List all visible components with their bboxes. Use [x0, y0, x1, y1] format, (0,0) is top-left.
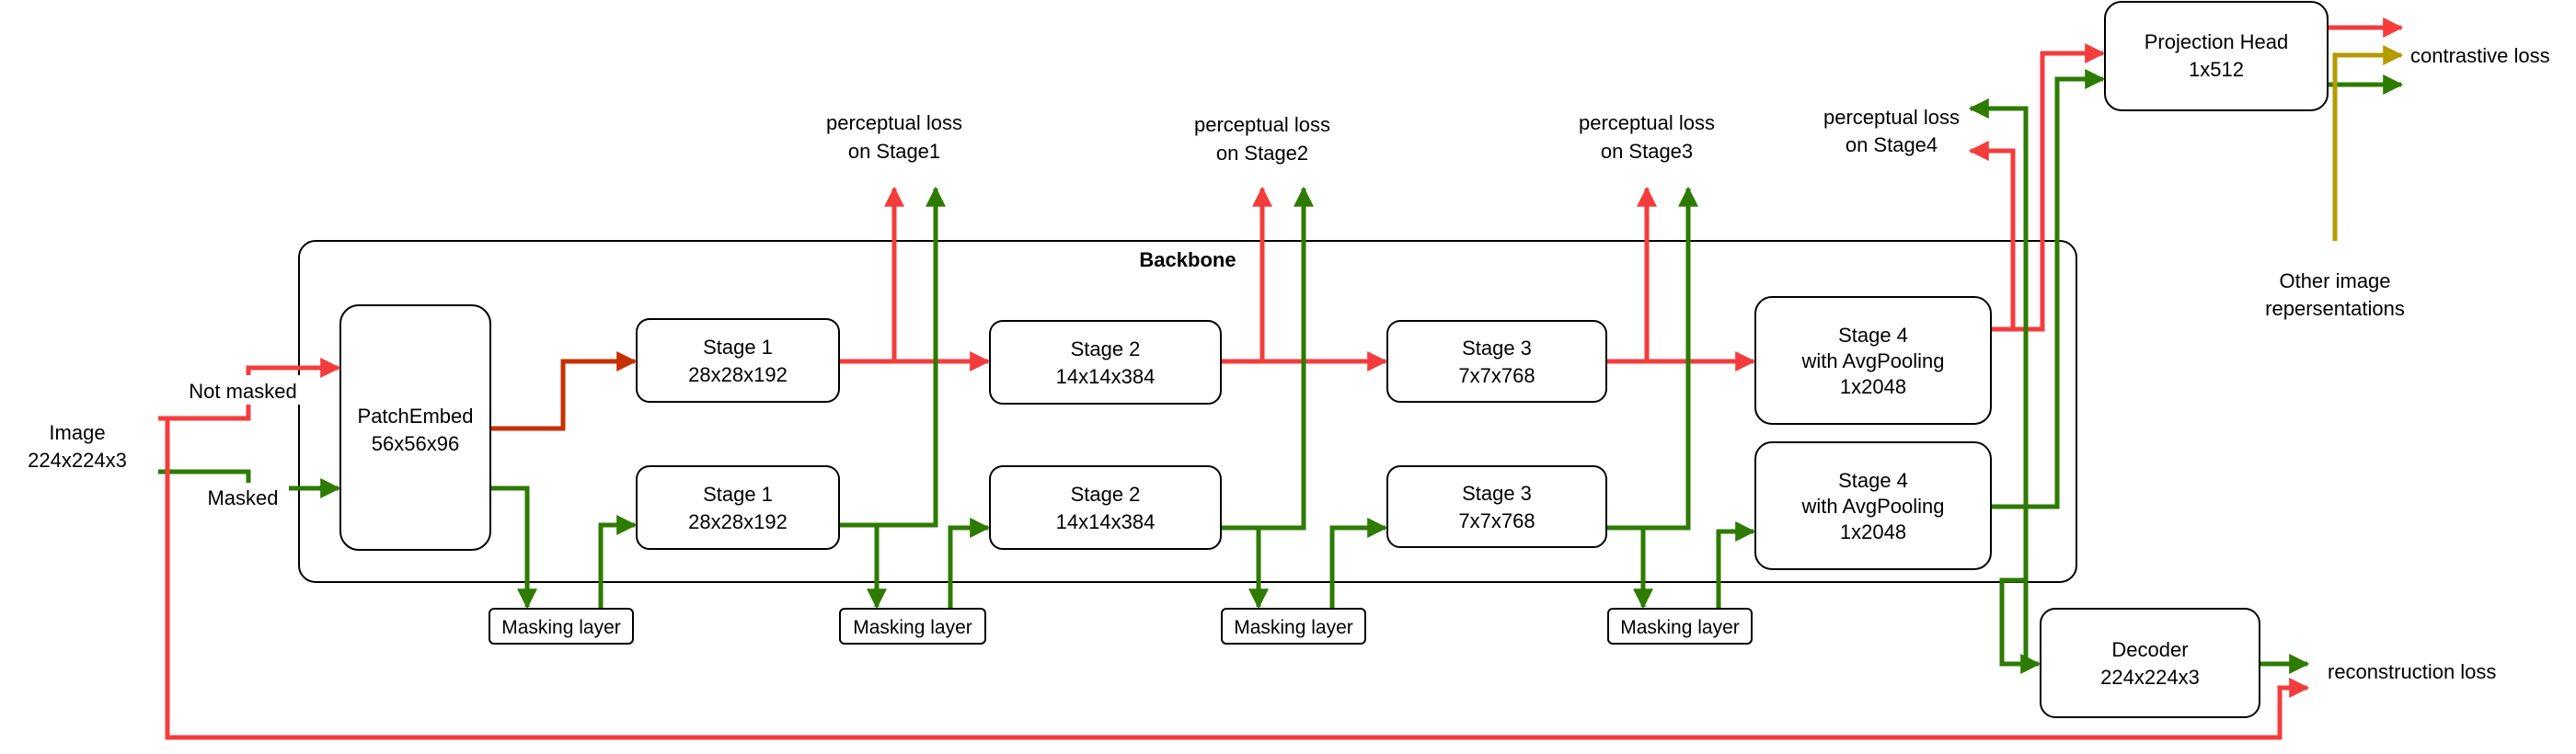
decoder-label: Decoder — [2111, 638, 2188, 661]
stage4-top-dims: 1x2048 — [1840, 375, 1906, 398]
masking-layer-2: Masking layer — [839, 608, 986, 645]
perceptual-loss-4-line1: perceptual loss — [1823, 106, 1960, 129]
connection-wires — [158, 17, 2404, 740]
stage1-top-box — [636, 318, 840, 403]
stage1-bottom-dims: 28x28x192 — [688, 510, 788, 533]
stage4-top-pooling: with AvgPooling — [1801, 349, 1945, 372]
perceptual-loss-1-line1: perceptual loss — [826, 111, 962, 134]
stage1-top-label: Stage 1 — [703, 336, 773, 359]
projection-head-dims: 1x512 — [2189, 58, 2244, 81]
decoder-block: Decoder 224x224x3 — [2040, 608, 2260, 718]
stage2-top-block: Stage 2 14x14x384 — [989, 320, 1222, 405]
stage4-top-block: Stage 4 with AvgPooling 1x2048 — [1754, 296, 1992, 425]
other-reps-line2: repersentations — [2265, 297, 2405, 320]
stage4-bottom-block: Stage 4 with AvgPooling 1x2048 — [1754, 441, 1992, 570]
stage3-bottom-label: Stage 3 — [1462, 482, 1532, 505]
stage4-bottom-box — [1754, 441, 1992, 570]
wire-stage4-projection-green — [1991, 68, 2106, 509]
stage3-bottom-dims: 7x7x768 — [1458, 509, 1535, 532]
masking-layer-4: Masking layer — [1607, 608, 1753, 645]
other-reps-line1: Other image — [2279, 269, 2390, 292]
projection-head-label: Projection Head — [2145, 30, 2289, 53]
stage2-top-label: Stage 2 — [1071, 337, 1141, 360]
masking-layer-1-label: Masking layer — [501, 617, 621, 638]
decoder-box — [2040, 608, 2260, 718]
masking-layer-3-label: Masking layer — [1234, 617, 1353, 638]
perceptual-loss-2-line2: on Stage2 — [1216, 142, 1308, 165]
backbone-container — [298, 240, 2077, 583]
backbone-title: Backbone — [1139, 248, 1236, 271]
wire-image-reconstruction — [165, 418, 2310, 740]
stage4-bottom-dims: 1x2048 — [1840, 520, 1906, 543]
masking-layer-2-label: Masking layer — [853, 617, 972, 638]
projection-head-box — [2104, 1, 2329, 111]
masking-layer-4-box — [1607, 608, 1753, 645]
stage4-bottom-label: Stage 4 — [1838, 469, 1908, 492]
image-dims: 224x224x3 — [28, 449, 127, 472]
perceptual-loss-2-line1: perceptual loss — [1194, 113, 1330, 136]
wire-mask4-stage4-bottom — [1716, 520, 1756, 609]
patch-embed-block: PatchEmbed 56x56x96 — [339, 304, 491, 551]
stage4-bottom-pooling: with AvgPooling — [1801, 495, 1945, 518]
wire-mask2-stage2-bottom — [948, 517, 991, 609]
wire-mask3-stage3-bottom — [1329, 517, 1388, 609]
wire-stage4-perceptual-green — [1968, 97, 2029, 664]
stage4-top-label: Stage 4 — [1838, 324, 1908, 347]
stage2-bottom-block: Stage 2 14x14x384 — [989, 465, 1222, 550]
stage2-bottom-label: Stage 2 — [1071, 483, 1141, 506]
not-masked-label-bg — [180, 375, 305, 405]
stage3-bottom-box — [1386, 465, 1607, 548]
masked-label-bg — [197, 483, 289, 512]
perceptual-loss-1-line2: on Stage1 — [848, 140, 940, 163]
masking-layer-3: Masking layer — [1221, 608, 1366, 645]
masking-layer-1: Masking layer — [489, 608, 634, 645]
masking-layer-2-box — [839, 608, 986, 645]
wire-stage4-projection-red — [1991, 42, 2106, 332]
wire-stage3-mask4 — [1606, 525, 1654, 610]
stage4-top-box — [1754, 296, 1992, 425]
wire-stage1-perceptual-green — [839, 186, 947, 528]
masking-layer-3-box — [1221, 608, 1366, 645]
perceptual-loss-3-line1: perceptual loss — [1579, 111, 1715, 134]
stage1-top-dims: 28x28x192 — [688, 363, 788, 386]
stage2-top-dims: 14x14x384 — [1056, 365, 1156, 388]
wire-stage4-decoder-green — [1999, 577, 2041, 675]
wire-patch-stage1-top — [490, 350, 638, 431]
wire-image-masked — [158, 469, 341, 499]
perceptual-loss-3-line2: on Stage3 — [1601, 140, 1693, 163]
image-label: Image — [49, 421, 105, 444]
wire-stage2-mask3 — [1221, 525, 1270, 610]
wire-patch-mask1 — [490, 486, 538, 610]
stage3-top-block: Stage 3 7x7x768 — [1386, 320, 1607, 403]
contrastive-loss-label: contrastive loss — [2410, 44, 2550, 67]
masking-layer-1-box — [489, 608, 634, 645]
not-masked-label: Not masked — [189, 380, 296, 403]
stage3-bottom-block: Stage 3 7x7x768 — [1386, 465, 1607, 548]
stage1-top-block: Stage 1 28x28x192 — [636, 318, 840, 403]
decoder-dims: 224x224x3 — [2100, 666, 2200, 689]
patch-embed-label: PatchEmbed — [358, 405, 474, 428]
stage2-top-box — [989, 320, 1222, 405]
stage1-bottom-block: Stage 1 28x28x192 — [636, 465, 840, 550]
patch-embed-dims: 56x56x96 — [372, 432, 459, 455]
projection-head-block: Projection Head 1x512 — [2104, 1, 2329, 111]
stage3-top-box — [1386, 320, 1607, 403]
stage1-bottom-box — [636, 465, 840, 550]
stage3-top-label: Stage 3 — [1462, 337, 1532, 360]
stage3-top-dims: 7x7x768 — [1458, 364, 1535, 387]
wire-stage1-mask2 — [839, 522, 888, 610]
wire-mask1-stage1-bottom — [598, 514, 638, 609]
perceptual-loss-4-line2: on Stage4 — [1846, 133, 1938, 156]
wire-other-contrastive-olive — [2332, 44, 2404, 241]
reconstruction-loss-label: reconstruction loss — [2328, 660, 2496, 683]
patch-embed-box — [339, 304, 491, 551]
masked-label: Masked — [207, 486, 278, 509]
stage2-bottom-box — [989, 465, 1222, 550]
stage2-bottom-dims: 14x14x384 — [1056, 510, 1156, 533]
masking-layer-4-label: Masking layer — [1620, 617, 1740, 638]
stage1-bottom-label: Stage 1 — [703, 483, 773, 506]
